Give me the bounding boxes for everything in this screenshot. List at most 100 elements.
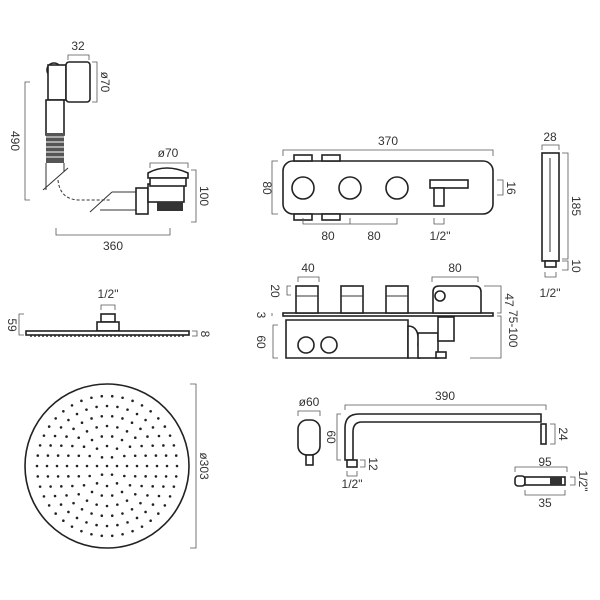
nozzle [168, 495, 172, 498]
nozzle [115, 482, 119, 485]
dim-plug-diameter: ø70 [158, 146, 179, 160]
nozzle [95, 464, 99, 468]
nozzle [65, 494, 68, 497]
nozzle [168, 434, 172, 437]
nozzle [121, 417, 124, 420]
nozzle [85, 408, 88, 411]
dim-body-depth: 60 [254, 335, 268, 349]
nozzle [174, 475, 178, 478]
nozzle [75, 464, 79, 468]
nozzle [67, 475, 70, 478]
nozzle [110, 494, 114, 497]
nozzle [77, 474, 81, 478]
nozzle [121, 512, 124, 515]
nozzle [42, 434, 46, 437]
nozzle [95, 405, 98, 409]
nozzle [130, 508, 134, 511]
dim-plate-thickness: 3 [254, 312, 268, 319]
nozzle [56, 454, 60, 457]
nozzle [172, 444, 176, 447]
nozzle [140, 484, 143, 488]
nozzle [164, 475, 168, 478]
nozzle [85, 464, 89, 468]
nozzle [36, 454, 40, 457]
nozzle [144, 454, 147, 457]
dim-outlet-depth: 35 [538, 496, 552, 510]
nozzle [135, 464, 139, 468]
nozzle [100, 435, 104, 438]
nozzle [140, 404, 144, 407]
head-connector [100, 313, 116, 323]
nozzle [125, 430, 129, 433]
nozzle [115, 464, 119, 468]
nozzle [71, 444, 74, 448]
nozzle [175, 464, 179, 468]
nozzle [59, 426, 63, 429]
nozzle [82, 483, 86, 487]
nozzle [110, 514, 114, 518]
dim-outlet-length: 95 [538, 455, 552, 469]
bath-waste-drawing: 32 ø70 490 ø70 100 360 [8, 39, 211, 253]
nozzle [62, 409, 65, 413]
nozzle [135, 412, 139, 416]
nozzle [90, 490, 94, 494]
valve-drawing: 40 80 20 3 60 47 75-100 [254, 261, 520, 359]
nozzle [82, 445, 86, 449]
nozzle [123, 474, 126, 478]
nozzle [45, 464, 49, 468]
nozzle [46, 454, 50, 457]
nozzle [77, 454, 81, 458]
nozzle [133, 474, 137, 478]
dim-spacing-2: 80 [367, 229, 381, 243]
nozzle [146, 435, 149, 438]
nozzle [47, 504, 51, 507]
nozzle [139, 427, 142, 431]
nozzle [105, 524, 109, 528]
nozzle [157, 434, 161, 438]
dim-flange-diameter: ø60 [299, 395, 320, 409]
nozzle [157, 417, 160, 420]
dim-head-diameter: ø303 [197, 452, 211, 480]
nozzle [149, 519, 152, 523]
nozzle [105, 504, 109, 508]
nozzle [90, 512, 93, 515]
nozzle [131, 399, 134, 403]
dim-front-depth: 47 [502, 293, 516, 307]
nozzle [80, 529, 83, 533]
valve-handle-2 [340, 285, 364, 314]
nozzle [151, 485, 154, 488]
dim-handle-depth: 20 [268, 284, 282, 298]
waste-nut [135, 187, 149, 215]
shower-arm [344, 413, 542, 461]
control-knob-3 [385, 176, 409, 200]
nozzle [121, 396, 124, 400]
nozzle [67, 418, 70, 422]
dim-head-connection: 1/2" [98, 287, 119, 301]
dim-head-height: 59 [5, 318, 19, 332]
nozzle [121, 532, 124, 536]
nozzle [100, 494, 104, 497]
click-clack-plug [147, 167, 189, 179]
dim-arm-connection: 1/2" [342, 477, 363, 491]
nozzle [49, 485, 52, 488]
dim-overflow-diameter: ø70 [98, 72, 112, 93]
dim-waste-width: 32 [71, 39, 85, 53]
dim-spout: 16 [504, 181, 518, 195]
nozzle [90, 417, 93, 420]
nozzle [144, 510, 147, 514]
handset-drawing: 28 185 10 1/2" [540, 130, 583, 300]
nozzle [154, 454, 158, 457]
dim-handle-width: 40 [301, 261, 315, 275]
dim-spacing-1: 80 [321, 229, 335, 243]
nozzle [42, 495, 46, 498]
nozzle [60, 444, 63, 447]
nozzle [38, 444, 42, 447]
nozzle [162, 485, 165, 488]
nozzle [164, 454, 168, 457]
nozzle [54, 417, 57, 420]
nozzle [100, 456, 104, 459]
dim-handset-connection: 1/2" [540, 286, 561, 300]
nozzle [100, 473, 104, 476]
